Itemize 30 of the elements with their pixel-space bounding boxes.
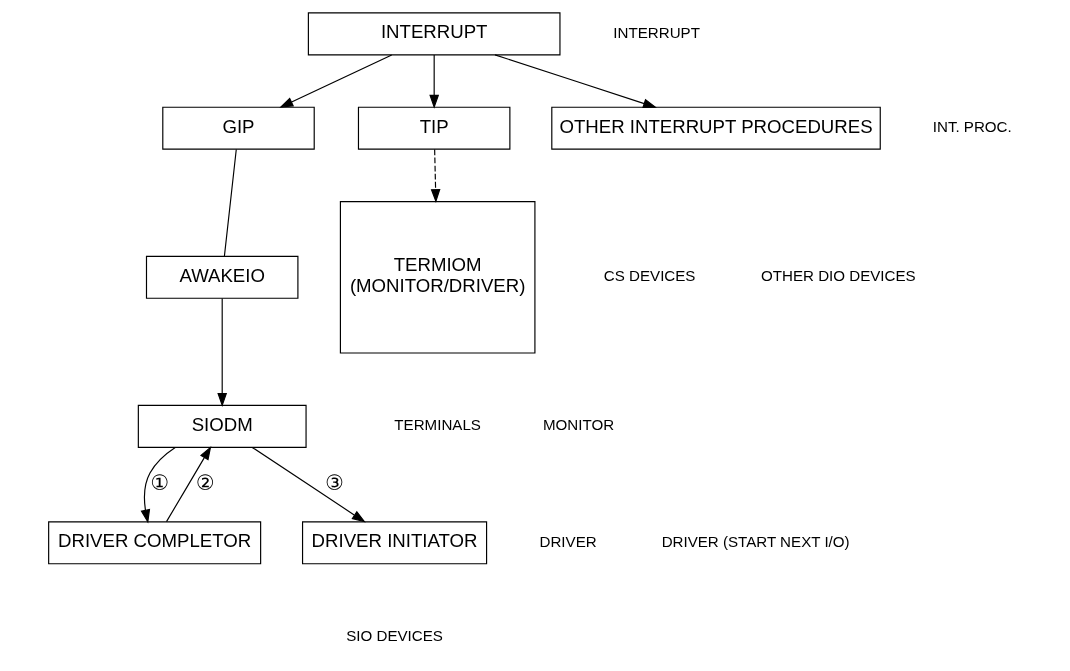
node-box: TERMIOM (MONITOR/DRIVER) (339, 201, 535, 354)
arrow (430, 148, 440, 203)
edge-label: ③ (324, 470, 344, 495)
arrow (493, 54, 657, 109)
node-box: DRIVER INITIATOR (301, 521, 487, 565)
arrow (278, 54, 392, 108)
label: INTERRUPT (612, 23, 700, 41)
label: SIO DEVICES (345, 627, 443, 645)
arrow (428, 54, 439, 109)
label: OTHER DIO DEVICES (760, 267, 916, 285)
edge-label: ① (149, 470, 169, 495)
node-box: AWAKEIO (145, 255, 298, 299)
arrow (165, 445, 211, 523)
label: DRIVER (START NEXT I/O) (661, 532, 850, 550)
node-box: INTERRUPT (307, 12, 561, 56)
arrow (251, 446, 366, 523)
label: DRIVER (539, 532, 597, 550)
node-box: OTHER INTERRUPT PROCEDURES (550, 106, 881, 150)
node-box: DRIVER COMPLETOR (47, 521, 261, 565)
node-box: SIODM (137, 404, 307, 448)
label: MONITOR (542, 416, 614, 434)
arrow (216, 297, 227, 408)
arrow (140, 446, 176, 524)
connector (223, 148, 237, 257)
node-box: TIP (357, 106, 510, 150)
edge-label: ② (195, 470, 215, 495)
label: TERMINALS (393, 416, 481, 434)
label: INT. PROC. (932, 118, 1012, 136)
label: CS DEVICES (603, 267, 695, 285)
node-box: GIP (161, 106, 315, 150)
